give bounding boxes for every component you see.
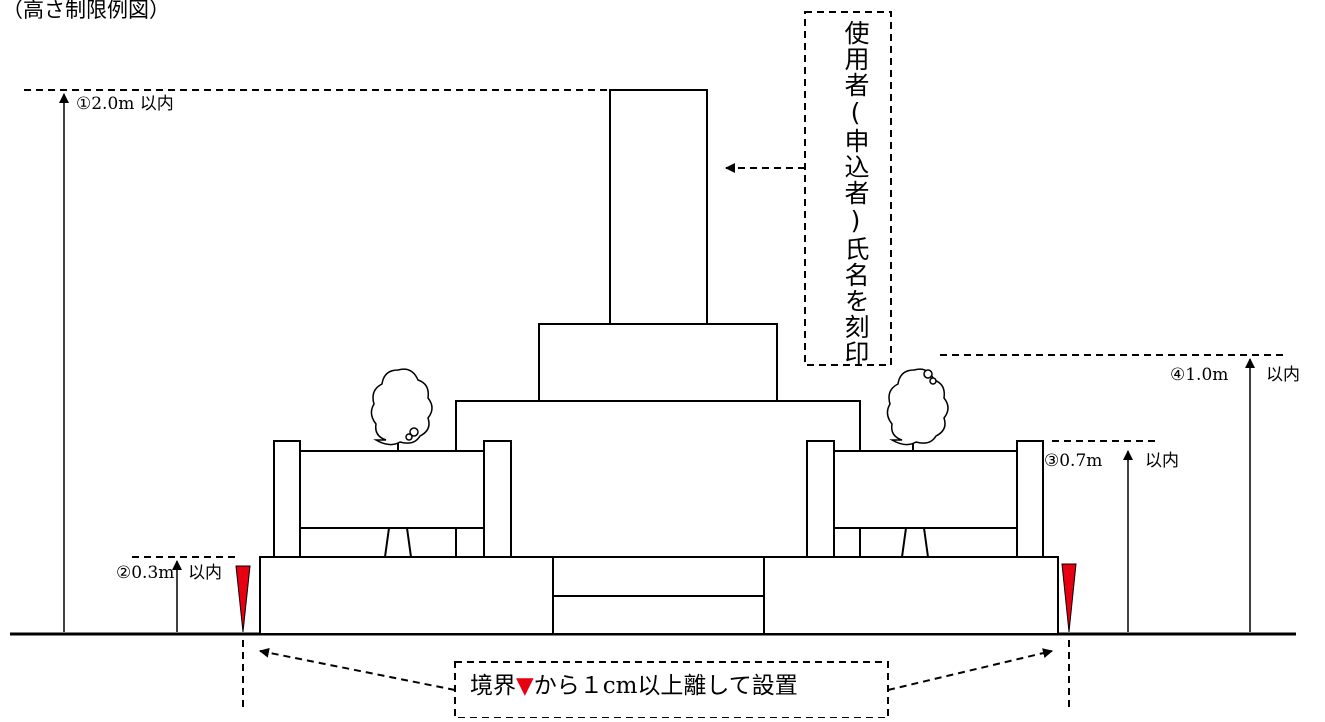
left-boundary-marker: [235, 565, 251, 633]
dimension-2m: [24, 89, 610, 632]
boundary-arrow-left: [259, 647, 456, 691]
middle-pedestal: [538, 323, 778, 402]
label-height-1m: ④1.0m: [1170, 365, 1229, 385]
label-height-2m: ①2.0m 以内: [76, 94, 174, 114]
left-flower: [370, 368, 433, 446]
engrave-note-text: 使用者(申込者)氏名を刻印: [841, 20, 870, 366]
base-platform: [259, 556, 1059, 635]
boundary-arrow-right: [887, 648, 1053, 691]
left-flower-stand: [273, 440, 512, 558]
label-height-0-7m-suffix: 以内: [1145, 451, 1179, 471]
right-flower: [886, 368, 949, 446]
right-boundary-marker: [1061, 563, 1077, 633]
label-height-0-3m: ②0.3m: [116, 563, 175, 583]
boundary-note-before: 境界: [470, 673, 516, 699]
diagram-title: （高さ制限例図）: [2, 0, 170, 22]
dimension-1m: [940, 354, 1286, 632]
boundary-note-after: から１cm以上離して設置: [533, 673, 798, 699]
label-height-1m-suffix: 以内: [1266, 365, 1300, 385]
tombstone: [455, 89, 861, 558]
lower-pedestal: [455, 400, 861, 558]
boundary-triangle-icon: ▼: [516, 673, 534, 699]
boundary-note-text: 境界▼から１cm以上離して設置: [470, 666, 798, 700]
label-height-0-7m: ③0.7m: [1044, 451, 1103, 471]
dimension-0-7m: [1052, 440, 1158, 632]
engrave-note-box: [804, 11, 892, 366]
dimension-0-3m: [132, 556, 238, 632]
right-flower-stand: [806, 440, 1044, 558]
upper-stone: [609, 89, 708, 325]
label-height-0-3m-suffix: 以内: [188, 563, 222, 583]
